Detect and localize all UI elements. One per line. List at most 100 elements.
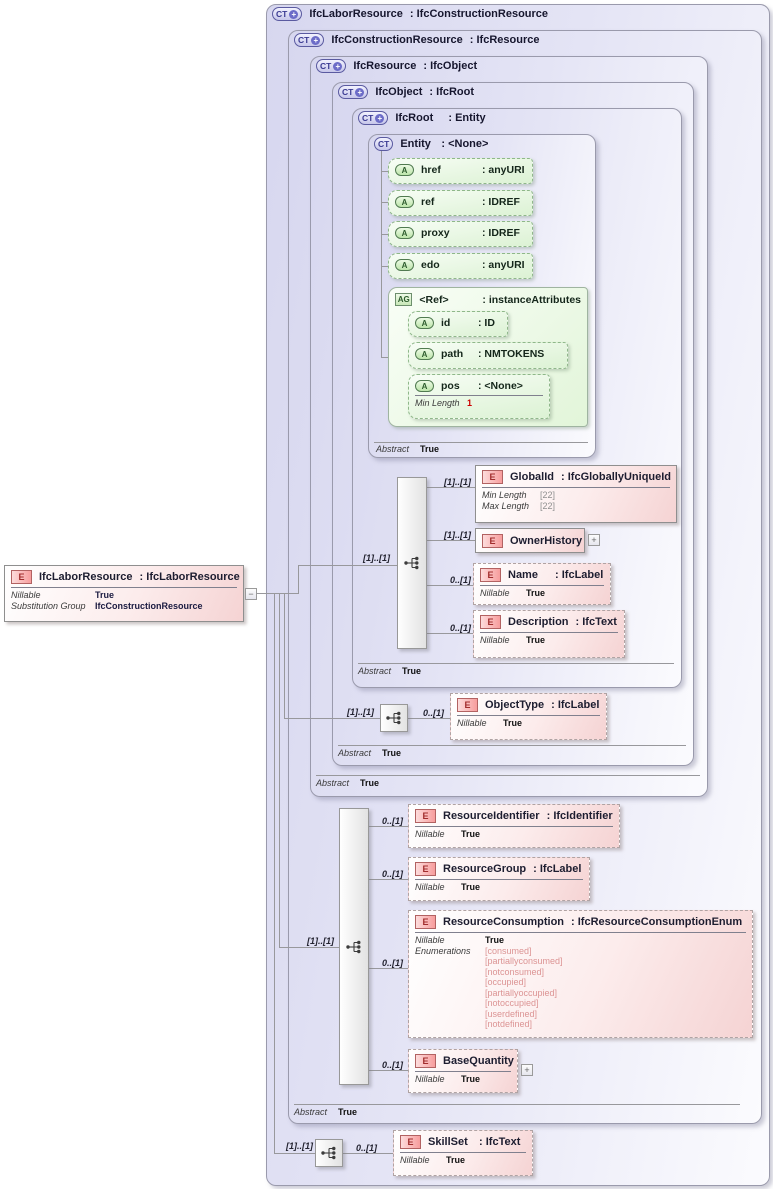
ct-base: IfcConstructionResource: [410, 8, 548, 20]
connector: [381, 266, 388, 267]
complex-type-icon[interactable]: CT+: [294, 33, 325, 47]
ct-base: IfcResource: [470, 34, 540, 46]
global-element-ifclaborresource: EIfcLaborResourceIfcLaborResource Nillab…: [4, 565, 244, 622]
cardinality: [1]..[1]: [444, 477, 471, 487]
connector: [284, 593, 285, 718]
element-resourceconsumption: EResourceConsumptionIfcResourceConsumpti…: [408, 910, 753, 1038]
complex-type-icon[interactable]: CT+: [272, 7, 303, 21]
ct-name: Entity: [400, 138, 431, 150]
enumeration-row: [notdefined]: [485, 1019, 533, 1029]
attribute-proxy: AproxyIDREF: [388, 221, 533, 247]
element-icon: E: [480, 568, 501, 582]
abstract-row-ifcobject: Abstract True: [338, 748, 402, 758]
ct-name: IfcObject: [375, 86, 423, 98]
expand-button[interactable]: +: [588, 534, 600, 546]
connector: [381, 202, 388, 203]
element-globalid: EGlobalIdIfcGloballyUniqueId Min Length[…: [475, 465, 677, 523]
divider: [415, 932, 746, 933]
sequence-bar: [315, 1139, 343, 1167]
header-ifclaborresource: CT+ IfcLaborResource IfcConstructionReso…: [272, 7, 548, 21]
element-icon: E: [400, 1135, 421, 1149]
cardinality: 0..[1]: [381, 816, 403, 826]
attribute-icon: A: [415, 380, 434, 392]
connector: [408, 718, 450, 719]
attribute-path: ApathNMTOKENS: [408, 342, 568, 369]
divider: [415, 879, 583, 880]
header-ifcobject: CT+ IfcObject IfcRoot: [338, 85, 474, 99]
attribute-icon: A: [395, 259, 414, 271]
divider: [374, 442, 588, 443]
sequence-icon: [321, 1146, 336, 1160]
header-entity: CT Entity <None>: [374, 137, 488, 151]
connector: [279, 947, 339, 948]
expand-button[interactable]: +: [521, 1064, 533, 1076]
element-resourceidentifier: EResourceIdentifierIfcIdentifier Nillabl…: [408, 804, 620, 848]
connector: [274, 593, 275, 1153]
attribute-href: AhrefanyURI: [388, 158, 533, 184]
enumeration-row: [notoccupied]: [485, 998, 539, 1008]
element-icon: E: [415, 1054, 436, 1068]
connector: [427, 487, 475, 488]
facet-min-length: Min Length[22]: [482, 490, 556, 500]
connector: [298, 565, 299, 594]
cardinality: 0..[1]: [381, 958, 403, 968]
complex-type-icon[interactable]: CT: [374, 137, 394, 151]
expand-plus-icon[interactable]: +: [333, 61, 343, 71]
divider: [415, 826, 613, 827]
sequence-icon: [404, 556, 419, 570]
connector: [369, 879, 408, 880]
complex-type-icon[interactable]: CT+: [316, 59, 347, 73]
abstract-row-ifcresource: Abstract True: [316, 778, 380, 788]
connector: [381, 150, 382, 357]
expand-plus-icon[interactable]: +: [311, 35, 321, 45]
abstract-row-entity: Abstract True: [376, 444, 440, 454]
enumeration-row: [partiallyoccupied]: [485, 987, 558, 998]
divider: [480, 632, 618, 633]
divider: [482, 487, 670, 488]
complex-type-icon[interactable]: CT+: [358, 111, 389, 125]
ct-name: IfcLaborResource: [309, 8, 403, 20]
abstract-row-ifcconstructionresource: Abstract True: [294, 1107, 358, 1117]
complex-type-icon[interactable]: CT+: [338, 85, 369, 99]
element-icon: E: [11, 570, 32, 584]
collapse-button[interactable]: −: [245, 588, 257, 600]
element-icon: E: [482, 534, 503, 548]
sequence-bar: [397, 477, 427, 649]
connector: [381, 171, 388, 172]
divider: [316, 775, 700, 776]
connector: [369, 826, 408, 827]
cardinality: [1]..[1]: [307, 936, 334, 946]
ct-base: IfcObject: [423, 60, 477, 72]
cardinality: 0..[1]: [381, 1060, 403, 1070]
divider: [294, 1104, 740, 1105]
expand-plus-icon[interactable]: +: [375, 113, 385, 123]
cardinality: 0..[1]: [381, 869, 403, 879]
attribute-icon: A: [395, 164, 414, 176]
enumeration-row: [occupied]: [485, 977, 527, 987]
expand-plus-icon[interactable]: +: [289, 9, 299, 19]
connector: [284, 718, 380, 719]
header-ifcroot: CT+ IfcRoot Entity: [358, 111, 486, 125]
cardinality: [1]..[1]: [363, 553, 390, 563]
element-icon: E: [457, 698, 478, 712]
enumeration-row: Enumerations[consumed]: [415, 945, 532, 956]
connector: [274, 1153, 315, 1154]
expand-plus-icon[interactable]: +: [355, 87, 365, 97]
header-ifcconstructionresource: CT+ IfcConstructionResource IfcResource: [294, 33, 539, 47]
cardinality: [1]..[1]: [444, 530, 471, 540]
cardinality: 0..[1]: [449, 575, 471, 585]
cardinality: 0..[1]: [422, 708, 444, 718]
cardinality: [1]..[1]: [286, 1141, 313, 1151]
attribute-icon: A: [395, 196, 414, 208]
facet-max-length: Max Length[22]: [482, 500, 556, 511]
